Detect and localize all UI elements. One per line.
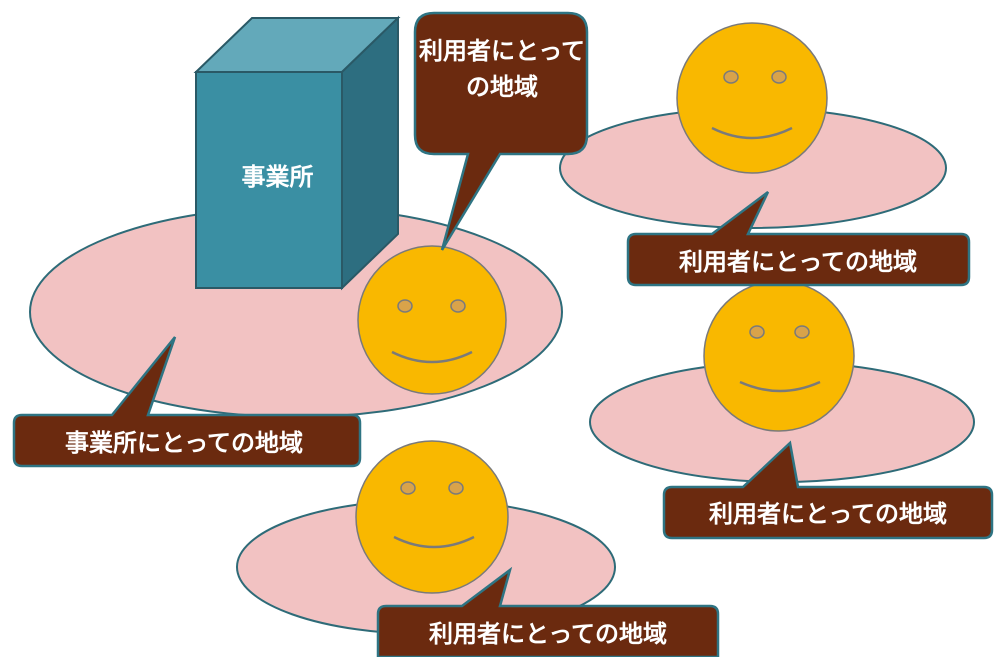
user-face-center xyxy=(357,245,507,395)
user-face-c xyxy=(355,440,509,594)
user-area-a-label: 利用者にとっての地域 xyxy=(678,248,918,276)
user-face-b xyxy=(703,280,855,432)
office-area-label: 事業所にとっての地域 xyxy=(64,429,304,457)
speech-bubble-text: 利用者にとっての地域 xyxy=(418,37,586,101)
user-area-b-label-box xyxy=(662,440,994,540)
office-area-label-box xyxy=(12,336,362,468)
user-area-b-label: 利用者にとっての地域 xyxy=(708,500,948,528)
user-area-c-label: 利用者にとっての地域 xyxy=(428,620,668,648)
user-face-a xyxy=(676,22,828,174)
user-speech-bubble xyxy=(413,11,589,251)
building-front xyxy=(195,71,343,289)
user-area-a-label-box xyxy=(626,191,971,287)
user-area-c-label-box xyxy=(376,566,720,657)
office-building xyxy=(193,15,401,291)
building-label: 事業所 xyxy=(241,163,314,191)
